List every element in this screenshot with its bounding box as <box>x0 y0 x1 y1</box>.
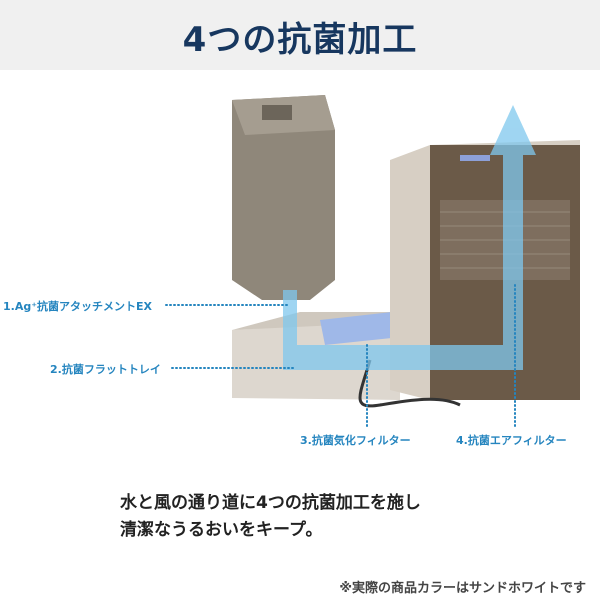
label-flat-tray: 2.抗菌フラットトレイ <box>50 363 161 376</box>
description-line-1: 水と風の通り道に4つの抗菌加工を施し <box>120 493 421 513</box>
description-line-2: 清潔なうるおいをキープ。 <box>120 520 323 540</box>
header-band <box>0 0 600 70</box>
description: 水と風の通り道に4つの抗菌加工を施し 清潔なうるおいをキープ。 <box>120 490 421 544</box>
label-air-filter: 4.抗菌エアフィルター <box>456 434 567 447</box>
power-cord <box>358 359 461 408</box>
label-ag-attachment: 1.Ag⁺抗菌アタッチメントEX <box>3 300 153 313</box>
label-vaporizing-filter: 3.抗菌気化フィルター <box>300 434 411 447</box>
page-title: 4つの抗菌加工 <box>182 20 418 60</box>
color-note: ※実際の商品カラーはサンドホワイトです <box>339 581 586 596</box>
airflow-arrow <box>283 105 536 370</box>
water-tank <box>232 95 335 300</box>
